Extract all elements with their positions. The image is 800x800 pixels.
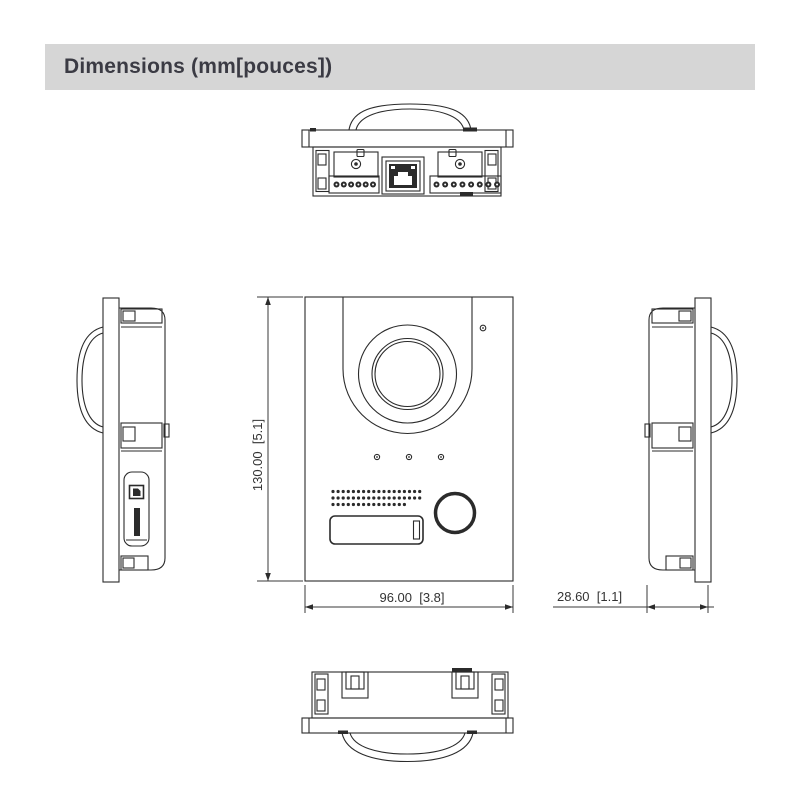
depth-dimension-label: 28.60 [1.1]: [557, 589, 622, 604]
width-dimension: 96.00 [3.8]: [304, 585, 514, 613]
top-view: [301, 103, 514, 197]
mounting-clip-bottom: [120, 555, 149, 571]
dome-lens-left-outline: [76, 326, 104, 434]
camera-bezel: [342, 297, 473, 435]
dome-lens-top-inner: [355, 108, 465, 131]
mounting-clip-top-right: [651, 308, 694, 328]
section-header-bar: Dimensions (mm[pouces]): [45, 44, 755, 90]
height-dimension: 130.00 [5.1]: [250, 296, 303, 582]
section-title: Dimensions (mm[pouces]): [64, 55, 333, 78]
right-side-view: [644, 297, 738, 583]
nameplate-window: [329, 515, 424, 545]
mounting-clip-top: [120, 308, 163, 328]
bottom-bracket-left: [314, 673, 329, 715]
reset-label: [134, 508, 140, 536]
width-dimension-label: 96.00 [3.8]: [379, 590, 444, 605]
mic-hole: [479, 324, 487, 332]
rear-body-left: [119, 307, 166, 571]
front-panel-outline: [304, 296, 514, 582]
front-plate-bottom: [301, 717, 514, 734]
sd-card-icon: [133, 488, 141, 496]
camera-ring-outer: [357, 324, 458, 424]
dome-lens-right-outline: [710, 326, 738, 434]
call-button: [433, 491, 477, 535]
mounting-clip-bottom-right: [665, 555, 694, 571]
bottom-view: [301, 668, 514, 763]
front-view: [304, 296, 514, 582]
height-dimension-label: 130.00 [5.1]: [250, 419, 265, 491]
rear-body-right: [648, 307, 695, 571]
bottom-bracket-right: [491, 673, 506, 715]
rj45-plug-slot: [394, 172, 412, 185]
mounting-bracket-left: [315, 149, 330, 193]
front-plate-left: [102, 297, 120, 583]
sd-card-slot-icon: [128, 484, 145, 500]
front-plate-top: [301, 129, 514, 148]
terminal-screws-left: [333, 181, 376, 188]
speaker-grille: [331, 489, 422, 507]
mounting-clip-middle-right: [651, 422, 694, 452]
screw-pad-right: [437, 151, 483, 178]
front-plate-right: [694, 297, 712, 583]
screw-pad-left: [333, 151, 379, 178]
camera-lens-inner: [374, 340, 441, 408]
rj45-port: [381, 156, 425, 195]
dome-lens-top-outline: [348, 103, 472, 131]
led-indicators: [373, 453, 445, 461]
terminal-screws-right: [433, 181, 501, 188]
dome-lens-bottom-outline: [341, 732, 474, 763]
camera-lens-outer: [371, 337, 444, 411]
sd-reset-panel: [123, 471, 150, 547]
rear-body-top: [312, 146, 502, 197]
depth-dimension: 28.60 [1.1]: [553, 585, 714, 613]
left-side-view: [76, 297, 170, 583]
mounting-clip-middle: [120, 422, 163, 452]
plate-tab: [463, 127, 477, 132]
terminal-block-left: [328, 175, 380, 194]
bottom-clip-left: [341, 671, 369, 699]
bottom-clip-right: [451, 668, 479, 699]
rear-body-bottom: [311, 671, 509, 719]
terminal-block-right: [429, 175, 502, 194]
